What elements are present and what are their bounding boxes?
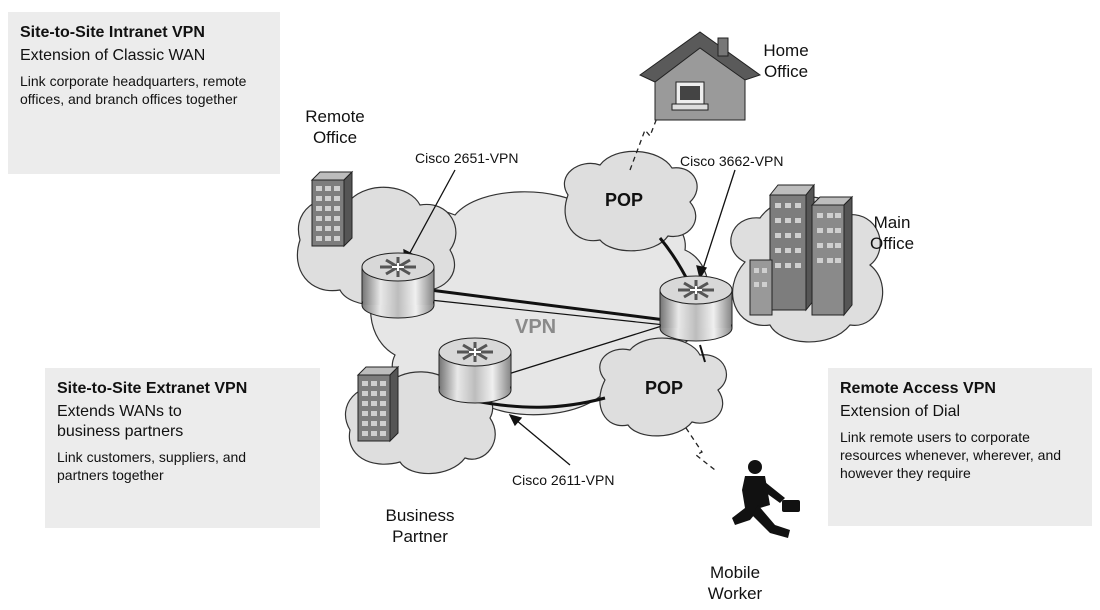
main-office-label: Main Office [869,213,915,253]
router-3662-label: Cisco 3662-VPN [680,153,784,169]
main-office-building [749,183,854,317]
router-2651-label: Cisco 2651-VPN [415,150,519,166]
router-2651 [360,251,436,320]
extranet-desc: Link customers, suppliers, and partners … [57,449,247,483]
pop-bottom-cloud [599,337,728,437]
vpn-label: VPN [515,316,557,338]
intranet-desc: Link corporate headquarters, remote offi… [20,73,247,107]
remote-office-label: Remote Office [305,107,365,147]
router-2611-label: Cisco 2611-VPN [512,472,615,488]
remote-office-building [311,171,353,247]
pop-top-cloud [563,150,698,252]
router-2611 [437,336,513,405]
intranet-title: Site-to-Site Intranet VPN [20,24,205,41]
extranet-title: Site-to-Site Extranet VPN [57,380,248,397]
home-office-house [639,31,762,121]
remote-desc: Link remote users to corporate resources… [840,429,1062,481]
remote-subtitle: Extension of Dial [840,403,961,420]
extranet-subtitle: Extends WANs to business partners [57,403,184,440]
pop-top-label: POP [605,190,644,210]
intranet-vpn-box: Site-to-Site Intranet VPN Extension of C… [8,12,280,174]
intranet-subtitle: Extension of Classic WAN [20,47,206,64]
business-partner-label: Business Partner [385,506,455,546]
pop-bottom-label: POP [645,378,684,398]
home-office-label: Home Office [763,41,809,81]
remote-title: Remote Access VPN [840,380,996,397]
extranet-vpn-box: Site-to-Site Extranet VPN Extends WANs t… [45,368,320,528]
mobile-worker-figure [732,460,800,538]
mobile-worker-label: Mobile Worker [707,563,763,603]
remote-access-vpn-box: Remote Access VPN Extension of Dial Link… [828,368,1092,526]
partner-building [357,366,399,442]
router-3662 [658,274,734,343]
